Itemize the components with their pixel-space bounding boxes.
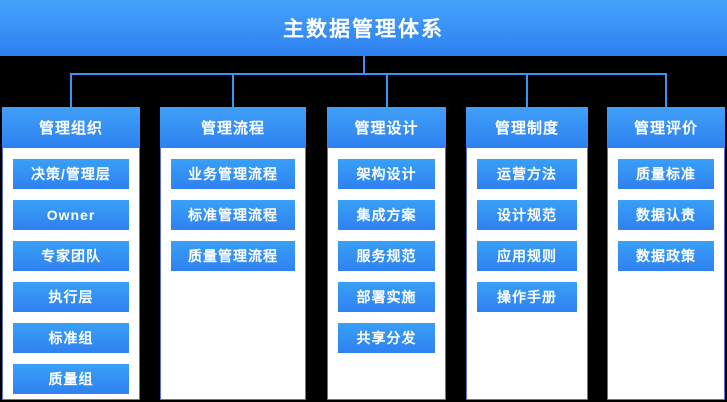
column-body: 运营方法设计规范应用规则操作手册 xyxy=(466,148,588,400)
node: 操作手册 xyxy=(477,282,577,312)
node: 数据认责 xyxy=(618,200,714,230)
column-header: 管理设计 xyxy=(327,107,446,148)
connector-hline xyxy=(70,73,667,75)
column-2: 管理流程业务管理流程标准管理流程质量管理流程 xyxy=(160,107,306,400)
node: 决策/管理层 xyxy=(13,159,129,189)
node: 执行层 xyxy=(13,282,129,312)
node: 架构设计 xyxy=(338,159,435,189)
connector-drop-4 xyxy=(526,73,528,107)
node: 共享分发 xyxy=(338,323,435,353)
column-body: 决策/管理层 Owner 专家团队执行层标准组质量组 xyxy=(2,148,140,400)
column-3: 管理设计架构设计集成方案服务规范部署实施共享分发 xyxy=(327,107,446,400)
node: 部署实施 xyxy=(338,282,435,312)
node: 应用规则 xyxy=(477,241,577,271)
column-header: 管理组织 xyxy=(2,107,140,148)
column-1: 管理组织决策/管理层 Owner 专家团队执行层标准组质量组 xyxy=(2,107,140,400)
node: 数据政策 xyxy=(618,241,714,271)
diagram-title: 主数据管理体系 xyxy=(283,18,444,41)
diagram-title-banner: 主数据管理体系 xyxy=(0,0,727,56)
node: 专家团队 xyxy=(13,241,129,271)
column-body: 架构设计集成方案服务规范部署实施共享分发 xyxy=(327,148,446,400)
connector-drop-2 xyxy=(232,73,234,107)
connector-drop-3 xyxy=(386,73,388,107)
column-header: 管理流程 xyxy=(160,107,306,148)
node: 标准组 xyxy=(13,323,129,353)
connector-stem xyxy=(363,56,365,75)
node: 质量标准 xyxy=(618,159,714,189)
node: 运营方法 xyxy=(477,159,577,189)
column-header: 管理评价 xyxy=(607,107,725,148)
column-4: 管理制度运营方法设计规范应用规则操作手册 xyxy=(466,107,588,400)
column-header: 管理制度 xyxy=(466,107,588,148)
column-body: 业务管理流程标准管理流程质量管理流程 xyxy=(160,148,306,400)
column-5: 管理评价质量标准数据认责数据政策 xyxy=(607,107,725,400)
node: 质量管理流程 xyxy=(171,241,295,271)
connector-drop-5 xyxy=(665,73,667,107)
node: 集成方案 xyxy=(338,200,435,230)
node: 业务管理流程 xyxy=(171,159,295,189)
node: 服务规范 xyxy=(338,241,435,271)
node: 质量组 xyxy=(13,364,129,394)
node: Owner xyxy=(13,200,129,230)
column-body: 质量标准数据认责数据政策 xyxy=(607,148,725,400)
connector-drop-1 xyxy=(70,73,72,107)
node: 标准管理流程 xyxy=(171,200,295,230)
node: 设计规范 xyxy=(477,200,577,230)
